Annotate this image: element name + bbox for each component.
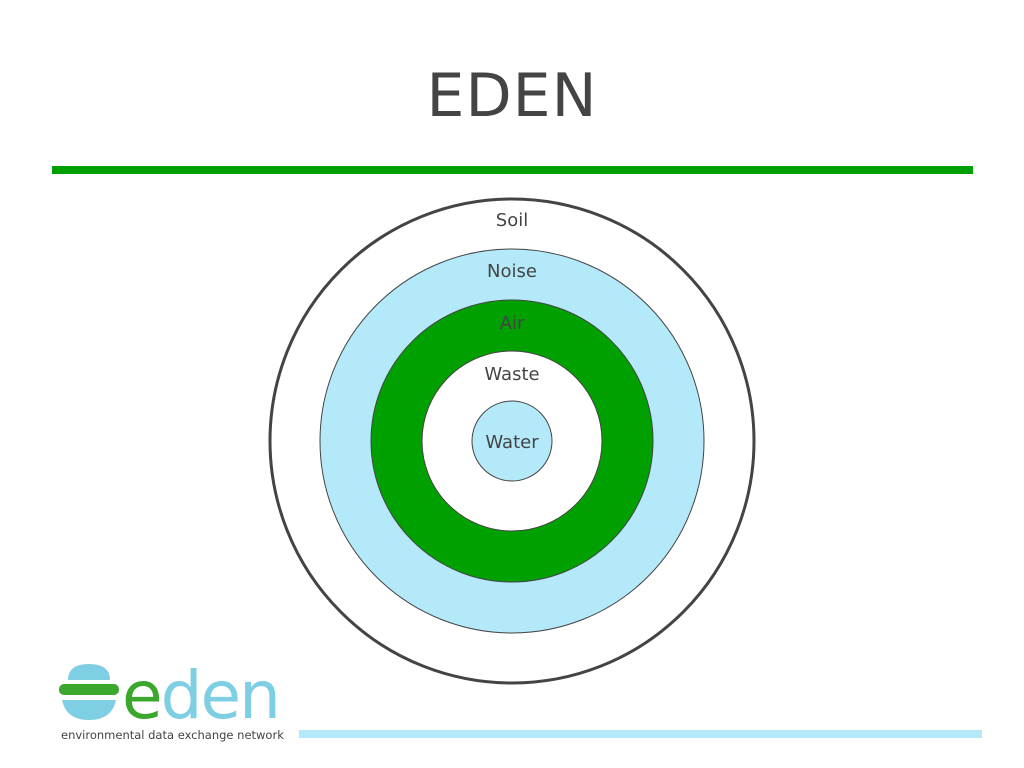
eden-logo-mark-icon [59, 664, 119, 720]
eden-logo: eden environmental data exchange network [56, 657, 296, 746]
slide-title: EDEN [426, 61, 598, 131]
ring-label-waste: Waste [484, 364, 539, 385]
ring-label-noise: Noise [487, 261, 537, 282]
ring-label-water: Water [485, 432, 539, 453]
logo-wordmark: eden [122, 656, 281, 736]
title-divider [52, 166, 973, 174]
footer-divider [299, 730, 982, 738]
logo-wordmark-e: e [122, 657, 163, 734]
ring-label-air: Air [500, 313, 525, 334]
ring-water [471, 400, 553, 482]
ring-label-soil: Soil [496, 210, 528, 231]
logo-tagline: environmental data exchange network [61, 728, 284, 742]
logo-wordmark-rest: den [160, 657, 281, 734]
